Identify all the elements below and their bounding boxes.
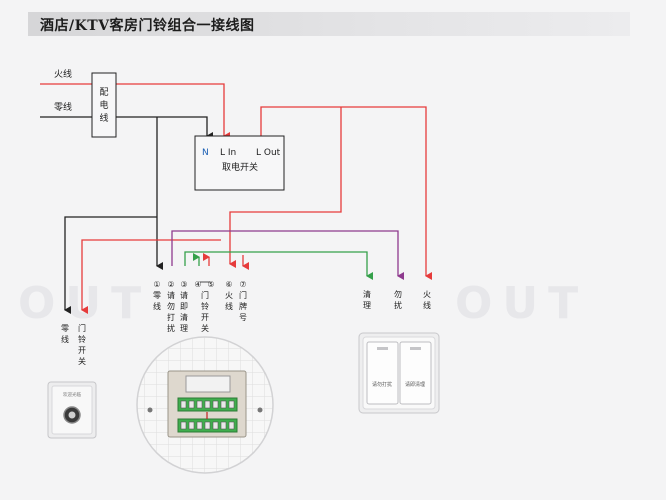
panel-button-clean[interactable] [399,341,432,405]
terminal-number: ⑤ [207,280,214,289]
panel-wire-char: 火 [423,290,431,299]
page-title: 酒店/KTV客房门铃组合一接线图 [40,18,255,34]
terminal-board-photo [136,336,274,474]
doorbell-unit: 欢迎光临 [47,381,97,439]
mains-live-label: 火线 [54,68,72,80]
terminal-char: 火 [225,291,233,300]
terminal-number: ④ [194,280,201,289]
bell-signal-wire [81,239,221,314]
doorbell-bell-char: 门 [78,323,86,333]
relay-block [185,375,231,393]
neutral-to-n-wire [116,116,213,140]
terminal-char: 零 [153,291,161,300]
panel-wire-char: 扰 [394,300,402,310]
cleaning-wire [184,251,373,280]
panel-wire-char: 理 [363,301,371,310]
distribution-box [91,72,117,138]
watermark-text: OUT [18,278,151,329]
l-out-terminal-label: L Out [256,148,281,158]
doorbell-neutral-char: 线 [61,334,69,344]
n-terminal-label: N [202,148,209,158]
l-out-to-panel-live-wire [260,106,432,280]
terminal-number: ② [167,280,174,289]
terminal-char: 请 [167,290,175,300]
mount-screw-right [257,407,263,413]
panel-button-dnd-label: 请勿打扰 [372,381,392,388]
terminal-char: 号 [239,313,247,322]
power-take-switch-box [194,135,285,191]
mains-neutral-label: 零线 [54,101,72,113]
mount-screw-left [147,407,153,413]
panel-button-dnd[interactable] [366,341,399,405]
room-service-panel: 请勿打扰 请即清理 [358,332,440,414]
terminal-number: ⑦ [239,280,246,289]
terminal-char: 清 [180,312,188,322]
terminal-char: 理 [180,324,188,333]
doorbell-switch-char: 铃 [201,301,209,311]
panel-indicator-clean [410,347,421,350]
doorbell-bell-char: 铃 [78,334,86,344]
panel-indicator-dnd [377,347,388,350]
panel-wire-char: 线 [423,300,431,310]
terminal-char: 线 [225,301,233,311]
terminal-number: ⑥ [225,280,232,289]
distribution-box-char: 电 [99,99,108,111]
terminal-char: 线 [153,301,161,311]
terminal-char: 勿 [167,301,175,311]
terminal-char: 扰 [167,323,175,333]
terminal-char: 门 [239,290,247,300]
doorbell-switch-char: 关 [201,323,209,333]
terminal-char: 牌 [239,301,247,311]
power-take-switch-name: 取电开关 [222,161,258,173]
distribution-box-char: 配 [99,87,108,98]
terminal-char: 即 [180,302,188,311]
panel-wire-char: 勿 [394,289,402,299]
doorbell-unit-label: 欢迎光临 [63,391,81,398]
terminal-char: 打 [167,312,175,322]
doorbell-bell-char: 关 [78,356,86,366]
panel-button-clean-label: 请即清理 [405,381,425,388]
do-not-disturb-wire [171,230,404,280]
terminal-number: ① [153,280,160,289]
doorbell-switch-char: 开 [201,313,209,322]
live-to-l-in-wire [116,83,230,140]
distribution-box-char: 线 [99,112,108,124]
terminal-number: ③ [180,280,187,289]
doorbell-button-center [68,411,76,419]
live-to-terminal-6-wire [229,107,342,268]
neutral-to-doorbell-power-wire [64,216,157,314]
terminal-char: 请 [180,290,188,300]
panel-wire-char: 清 [363,289,371,299]
title-bar: 酒店/KTV客房门铃组合一接线图 [28,12,630,36]
doorbell-switch-char: 门 [201,290,209,300]
watermark-text-right: OUT [455,278,588,329]
l-in-terminal-label: L In [220,148,236,158]
doorbell-neutral-char: 零 [61,324,69,333]
doorbell-bell-char: 开 [78,346,86,355]
